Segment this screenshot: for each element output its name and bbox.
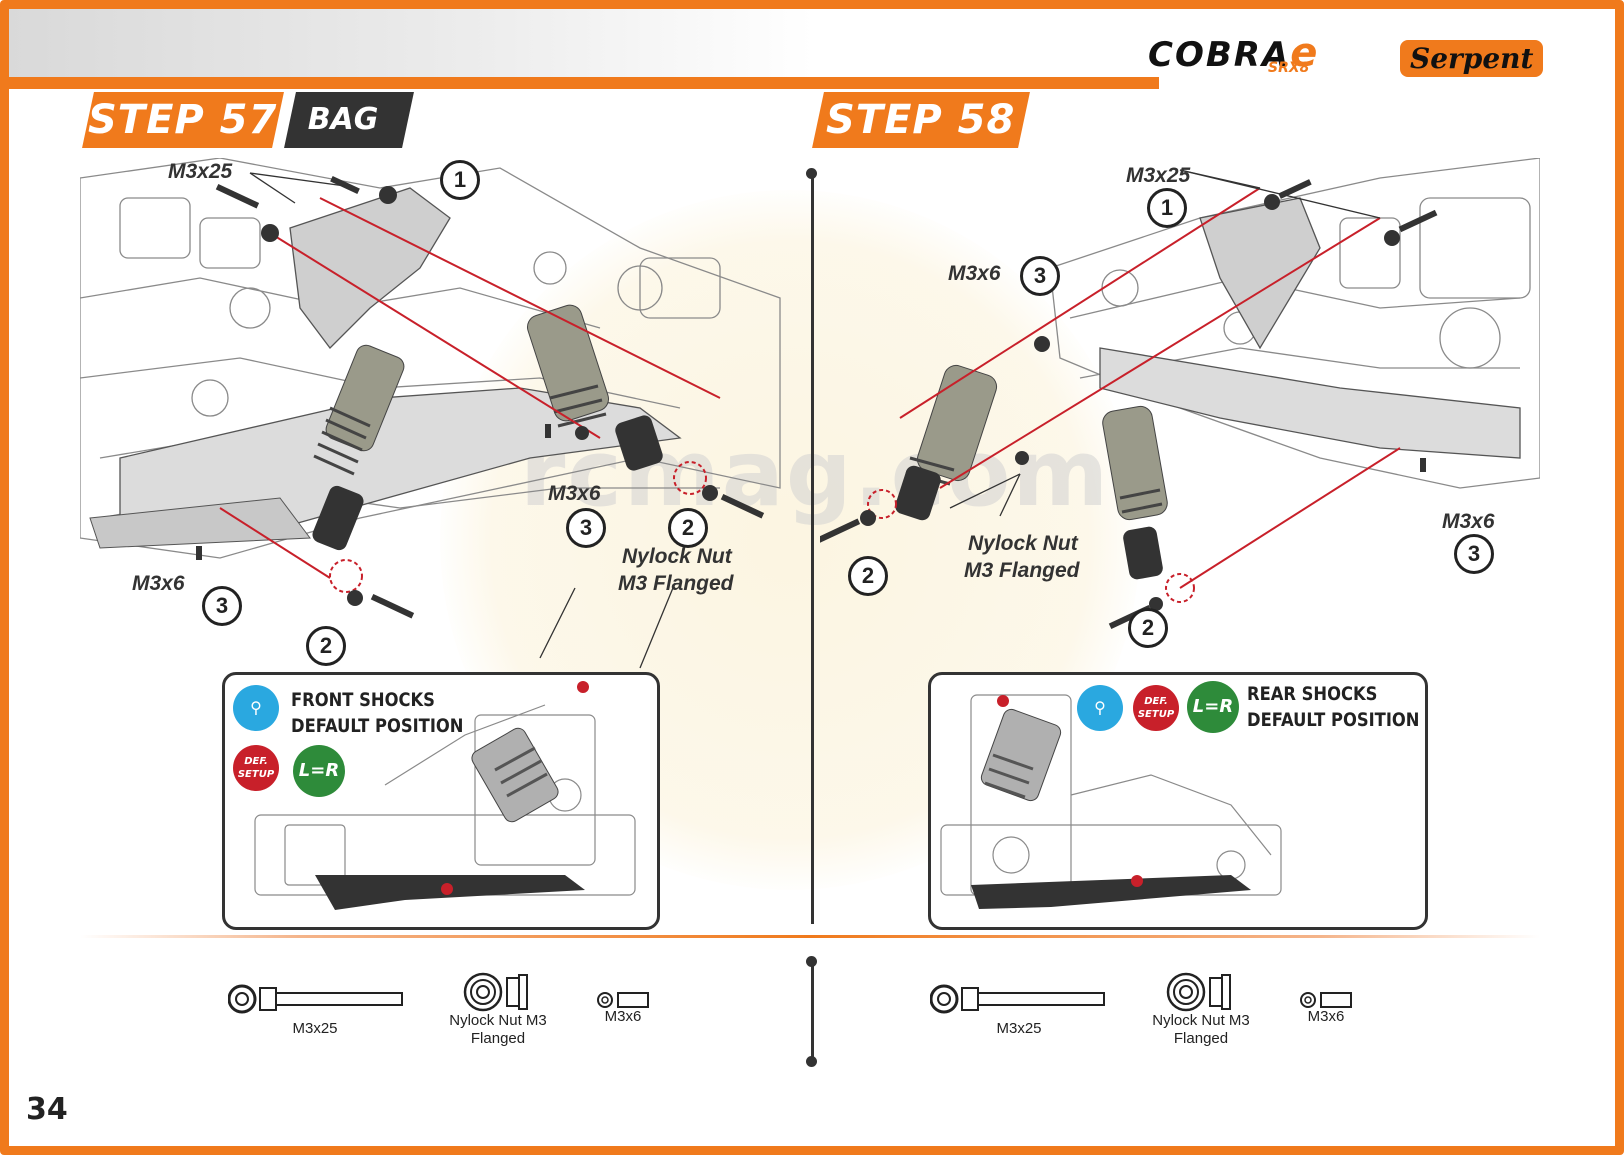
left-equals-right-badge-icon: L=R (1187, 681, 1239, 733)
step57-part-screw-m3x25-icon (228, 984, 403, 1014)
step58-label-nylock-2: M3 Flanged (964, 559, 1080, 582)
step58-inset: ⚲ DEF.SETUP L=R REAR SHOCKS DEFAULT POSI… (928, 672, 1428, 930)
step57-label-nylock-2: M3 Flanged (618, 572, 734, 595)
step57-inset-title-1: FRONT SHOCKS (291, 689, 435, 711)
step58-label-m3x25: M3x25 (1126, 164, 1191, 187)
step57-label-m3x25: M3x25 (168, 160, 233, 183)
magnifier-badge-icon: ⚲ (233, 685, 279, 731)
step58-label-m3x6-right: M3x6 (1442, 510, 1495, 533)
cobra-logo-sub: SRX8 (1268, 60, 1310, 76)
step58-assembly-diagram (820, 158, 1540, 630)
parts-separator (80, 935, 1540, 938)
step57-assembly-diagram (80, 158, 781, 669)
step58-label-nylock-1: Nylock Nut (968, 532, 1078, 555)
divider-dot (806, 956, 817, 967)
column-divider-top (811, 174, 814, 924)
step58-inset-title-2: DEFAULT POSITION (1247, 709, 1420, 731)
default-setup-badge-icon: DEF.SETUP (1133, 685, 1179, 731)
cobra-logo: COBRAe (1148, 30, 1320, 76)
step58-callout-1: 1 (1147, 188, 1187, 228)
step57-callout-2-right: 2 (668, 508, 708, 548)
step58-part-setscrew-m3x6-icon (1300, 992, 1352, 1008)
step57-part-caption-m3x25: M3x25 (292, 1020, 338, 1037)
step58-inset-title-1: REAR SHOCKS (1247, 683, 1378, 705)
left-equals-right-badge-icon: L=R (293, 745, 345, 797)
front-shock-inset-drawing (254, 681, 636, 910)
divider-dot (806, 1056, 817, 1067)
step58-part-caption-m3x6: M3x6 (1307, 1008, 1345, 1025)
step57-callout-2-left: 2 (306, 626, 346, 666)
step57-bag: BAG 15 (284, 92, 414, 193)
rear-shock-inset-drawing (940, 694, 1282, 909)
step57-callout-3-mid: 3 (566, 508, 606, 548)
step58-label-m3x6-top: M3x6 (948, 262, 1001, 285)
page-number: 34 (26, 1092, 68, 1127)
magnifier-badge-icon: ⚲ (1077, 685, 1123, 731)
step57-callout-3-left: 3 (202, 586, 242, 626)
step57-label-nylock-1: Nylock Nut (622, 545, 732, 568)
step57-title: STEP 57 (82, 92, 284, 148)
step57-callout-1: 1 (440, 160, 480, 200)
default-setup-badge-icon: DEF.SETUP (233, 745, 279, 791)
step57-part-setscrew-m3x6-icon (597, 992, 649, 1008)
step57-label-m3x6-mid: M3x6 (548, 482, 601, 505)
step58-callout-2-left: 2 (848, 556, 888, 596)
step57-inset-title-2: DEFAULT POSITION (291, 715, 464, 737)
serpent-logo: Serpent (1400, 40, 1544, 77)
step57-part-nylock-nut-icon (463, 972, 528, 1012)
step58-part-nylock-nut-icon (1166, 972, 1231, 1012)
column-divider-bottom (811, 962, 814, 1062)
step57-part-caption-m3x6: M3x6 (604, 1008, 642, 1025)
step58-part-screw-m3x25-icon (930, 984, 1105, 1014)
step58-title: STEP 58 (812, 92, 1030, 148)
step57-label-m3x6-left: M3x6 (132, 572, 185, 595)
divider-dot (806, 168, 817, 179)
step58-callout-3-right: 3 (1454, 534, 1494, 574)
header-accent-line (9, 77, 1159, 89)
step58-callout-3-top: 3 (1020, 256, 1060, 296)
step57-inset: ⚲ FRONT SHOCKS DEFAULT POSITION DEF.SETU… (222, 672, 660, 930)
header-band (9, 9, 1159, 77)
step58-part-caption-m3x25: M3x25 (996, 1020, 1042, 1037)
step58-callout-2-right: 2 (1128, 608, 1168, 648)
